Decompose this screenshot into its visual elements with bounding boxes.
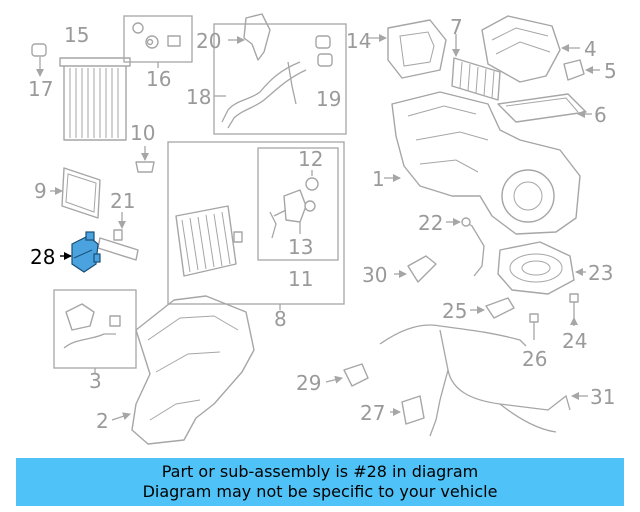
highlighted-part-28 [60, 231, 101, 273]
callout-14: 14 [346, 29, 371, 53]
blower-motor-part-23 [497, 241, 586, 295]
bracket-part-25 [470, 297, 515, 319]
linkage-box-part-3 [53, 289, 137, 374]
callout-19: 19 [316, 87, 341, 111]
callout-16: 16 [146, 67, 171, 91]
callout-18: 18 [186, 85, 211, 109]
callout-24: 24 [562, 329, 587, 353]
resistor-part-30 [394, 255, 437, 283]
clips-part-16 [123, 15, 193, 68]
callout-2: 2 [96, 409, 109, 433]
callout-29: 29 [296, 371, 321, 395]
callout-27: 27 [360, 401, 385, 425]
callout-17: 17 [28, 77, 53, 101]
banner-line-1: Part or sub-assembly is #28 in diagram [161, 462, 479, 481]
callout-11: 11 [288, 267, 313, 291]
callout-10: 10 [130, 121, 155, 145]
lower-housing-part-2 [111, 295, 255, 445]
callout-4: 4 [584, 37, 597, 61]
callout-25: 25 [442, 299, 467, 323]
callout-9: 9 [34, 179, 47, 203]
callout-30: 30 [362, 263, 387, 287]
heater-core-part-15 [59, 57, 131, 141]
trim-part-7 [451, 34, 501, 101]
actuator-part-21 [97, 212, 139, 261]
fitting-part-17 [31, 43, 47, 77]
callout-13: 13 [288, 235, 313, 259]
callout-12: 12 [298, 147, 323, 171]
filter-part-9 [50, 167, 101, 219]
screw-part-24 [569, 293, 579, 326]
callout-6: 6 [594, 103, 607, 127]
evaporator-box-part-8-11 [167, 141, 345, 310]
main-housing-part-1 [384, 91, 581, 235]
cabin-filter-part-6 [497, 93, 592, 123]
actuator-part-27 [390, 395, 425, 425]
seal-part-14 [368, 19, 447, 79]
bracket-part-20 [228, 13, 271, 61]
callout-22: 22 [418, 211, 443, 235]
banner-line-2: Diagram may not be specific to your vehi… [142, 482, 498, 501]
callout-21: 21 [110, 189, 135, 213]
connector-part-29 [325, 363, 369, 387]
ac-lines-box-part-18-19 [213, 23, 347, 135]
callout-3: 3 [89, 369, 102, 393]
callout-1: 1 [372, 167, 385, 191]
callout-26: 26 [522, 347, 547, 371]
wiring-harness [379, 324, 571, 437]
callout-28-highlighted: 28 [30, 245, 55, 269]
callout-15: 15 [64, 23, 89, 47]
callout-23: 23 [588, 261, 613, 285]
callout-8: 8 [274, 307, 287, 331]
info-banner: Part or sub-assembly is #28 in diagram D… [16, 458, 624, 506]
upper-housing-part-4 [481, 15, 580, 83]
sensor-part-22 [446, 217, 485, 277]
callout-20: 20 [196, 29, 221, 53]
sensor-part-10 [135, 146, 155, 173]
callout-5: 5 [604, 59, 617, 83]
callout-31: 31 [590, 385, 615, 409]
callout-7: 7 [450, 15, 463, 39]
clip-part-5 [563, 59, 600, 81]
screw-part-26 [529, 313, 539, 340]
